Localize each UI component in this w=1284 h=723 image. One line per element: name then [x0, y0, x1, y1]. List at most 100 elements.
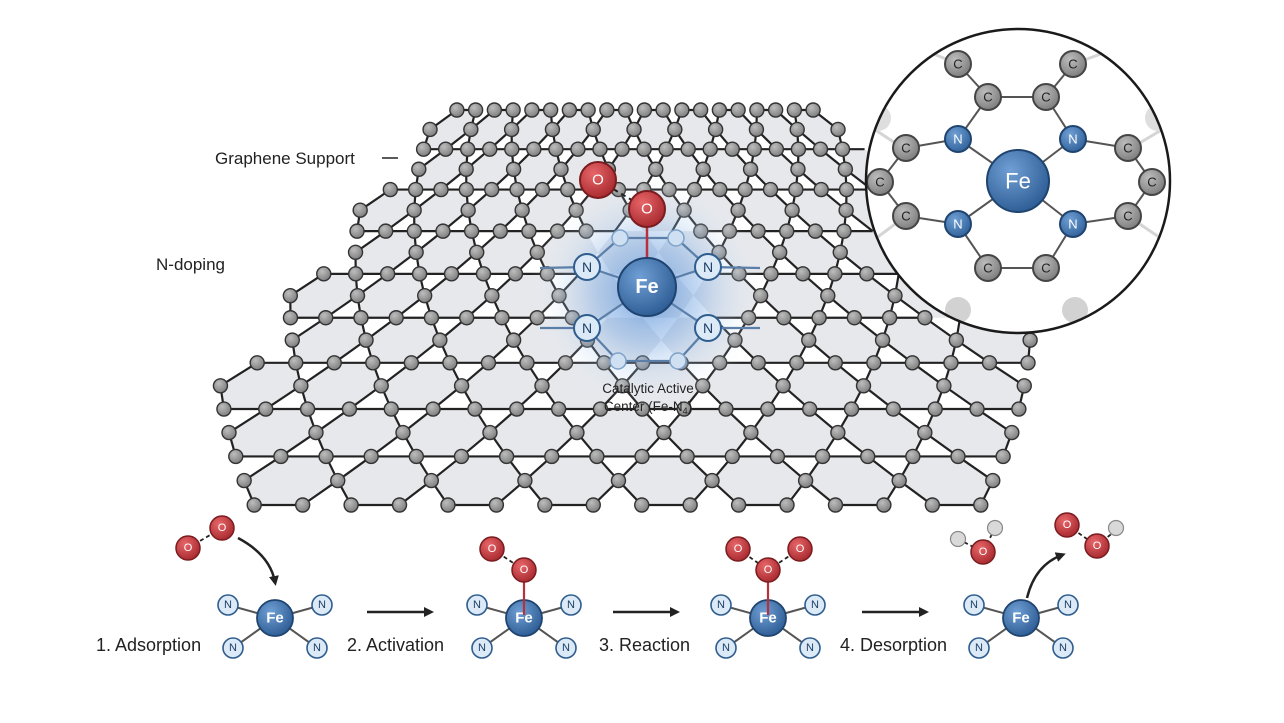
svg-text:N: N — [717, 599, 725, 611]
carbon-atom — [814, 448, 831, 465]
carbon-atom — [580, 102, 596, 118]
carbon-atom — [679, 448, 695, 465]
carbon-atom — [449, 102, 465, 118]
carbon-atom — [836, 223, 852, 239]
svg-text:N: N — [582, 259, 592, 275]
carbon-atom — [881, 310, 898, 326]
carbon-atom — [775, 378, 791, 394]
carbon-atom — [797, 472, 814, 489]
iron-atom: Fe — [986, 149, 1050, 213]
carbon-atom — [458, 161, 474, 177]
carbon-atom — [505, 161, 522, 177]
active-center-label-line1: Catalytic Active — [602, 381, 694, 396]
hydrogen-atom — [1107, 519, 1125, 537]
step-label-activation: 2. Activation — [347, 635, 444, 655]
oxygen-atom: O — [1054, 512, 1080, 538]
svg-text:N: N — [970, 599, 978, 611]
oxygen-atom: O — [755, 557, 781, 583]
carbon-atom — [769, 448, 786, 465]
oxygen-atom: O — [175, 535, 201, 561]
carbon-atom — [891, 472, 907, 489]
graphene-hexagon — [805, 456, 900, 505]
carbon-atom — [805, 102, 821, 118]
carbon-atom — [917, 424, 933, 441]
carbon-atom — [282, 310, 299, 326]
carbon-atom — [453, 378, 470, 394]
carbon-atom — [874, 332, 891, 348]
step-label-adsorption: 1. Adsorption — [96, 635, 201, 655]
carbon-atom — [658, 141, 674, 157]
ring-node — [669, 352, 687, 370]
carbon-atom — [860, 448, 876, 465]
graphene-hexagon — [357, 189, 416, 232]
carbon-atom — [377, 223, 394, 239]
carbon-atom — [326, 355, 342, 371]
carbon-atom — [724, 141, 740, 157]
carbon-atom — [443, 266, 460, 282]
carbon-atom — [585, 497, 601, 513]
carbon-atom — [484, 287, 500, 304]
carbon-atom — [1016, 378, 1032, 394]
nitrogen-atom: N — [217, 594, 239, 616]
carbon-atom — [442, 355, 458, 371]
carbon-atom — [373, 378, 389, 394]
carbon-atom — [707, 121, 724, 138]
carbon-atom — [655, 102, 671, 118]
graphene-hexagon — [827, 273, 895, 318]
carbon-atom: C — [974, 254, 1002, 282]
nitrogen-atom: N — [968, 637, 990, 659]
graphene-hexagon — [513, 149, 561, 190]
graphene-hexagon — [783, 362, 864, 410]
carbon-atom — [981, 355, 998, 371]
carbon-atom — [1020, 355, 1036, 371]
carbon-atom — [811, 310, 827, 326]
carbon-atom: C — [892, 134, 920, 162]
graphene-hexagon — [674, 110, 716, 150]
carbon-atom — [695, 161, 711, 177]
carbon-atom — [553, 161, 569, 177]
graphene-hexagon — [366, 317, 440, 363]
oxygen-atom: O — [1084, 533, 1110, 559]
n-doping-label: N-doping — [156, 255, 225, 274]
graphene-hexagon — [750, 409, 838, 457]
carbon-atom — [636, 102, 653, 118]
carbon-atom — [1011, 401, 1027, 417]
svg-text:O: O — [764, 564, 773, 576]
carbon-atom — [422, 121, 438, 138]
carbon-atom — [887, 287, 903, 304]
carbon-atom — [550, 401, 567, 417]
graphene-hexagon — [381, 362, 462, 410]
carbon-atom — [885, 401, 902, 417]
carbon-atom — [789, 355, 805, 371]
carbon-atom — [463, 121, 479, 138]
svg-text:O: O — [979, 546, 988, 558]
carbon-atom — [318, 448, 334, 465]
active-center-label-line2: Center (Fe-N4) — [604, 399, 692, 416]
carbon-atom: C — [1114, 202, 1142, 230]
svg-text:O: O — [520, 564, 529, 576]
svg-text:Fe: Fe — [515, 610, 533, 627]
carbon-atom — [995, 448, 1011, 465]
carbon-atom — [349, 287, 366, 304]
carbon-atom — [504, 141, 520, 157]
ring-node — [611, 229, 629, 247]
carbon-atom — [561, 102, 578, 118]
svg-text:Fe: Fe — [1005, 169, 1031, 194]
carbon-atom — [517, 472, 533, 489]
carbon-atom — [846, 310, 863, 326]
graphene-hexagon — [415, 149, 468, 190]
carbon-atom: C — [1032, 83, 1060, 111]
graphene-hexagon — [424, 273, 492, 318]
graphene-sheet — [212, 102, 1038, 513]
carbon-atom — [288, 355, 304, 371]
graphene-hexagon — [760, 273, 828, 318]
nitrogen-atom: N — [710, 594, 732, 616]
carbon-atom — [838, 181, 855, 198]
graphene-hexagon — [467, 110, 514, 150]
carbon-atom — [779, 497, 795, 513]
carbon-atom — [482, 424, 498, 441]
graphene-hexagon — [576, 409, 664, 457]
carbon-atom: C — [1032, 254, 1060, 282]
svg-text:Fe: Fe — [266, 610, 284, 627]
